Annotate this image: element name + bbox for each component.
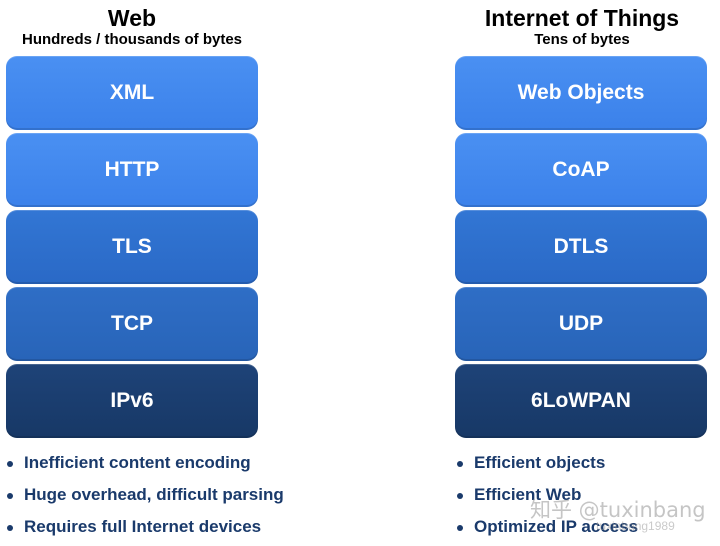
web-layer-ipv6: IPv6 [6, 364, 258, 438]
web-bullet-text: Huge overhead, difficult parsing [24, 485, 284, 504]
iot-layer-web-objects: Web Objects [455, 56, 707, 130]
bullet-dot-icon [457, 525, 463, 531]
web-subtitle: Hundreds / thousands of bytes [21, 31, 243, 48]
bullet-dot-icon [7, 525, 13, 531]
iot-bullet-text: Efficient objects [474, 453, 606, 472]
web-bullet-list: Inefficient content encoding Huge overhe… [6, 450, 284, 546]
iot-bullet-text: Optimized IP access [474, 517, 639, 536]
iot-bullet: Efficient objects [456, 450, 638, 482]
web-layer-xml: XML [6, 56, 258, 130]
bullet-dot-icon [7, 493, 13, 499]
web-bullet-text: Requires full Internet devices [24, 517, 262, 536]
web-bullet: Requires full Internet devices [6, 514, 284, 546]
iot-bullet: Efficient Web [456, 482, 638, 514]
bullet-dot-icon [457, 461, 463, 467]
web-bullet-text: Inefficient content encoding [24, 453, 251, 472]
web-bullet: Inefficient content encoding [6, 450, 284, 482]
bullet-dot-icon [457, 493, 463, 499]
iot-title: Internet of Things [484, 5, 680, 31]
iot-subtitle: Tens of bytes [534, 31, 630, 48]
web-bullet: Huge overhead, difficult parsing [6, 482, 284, 514]
iot-bullet-list: Efficient objects Efficient Web Optimize… [456, 450, 638, 546]
web-layer-tls: TLS [6, 210, 258, 284]
iot-layer-dtls: DTLS [455, 210, 707, 284]
web-layer-http: HTTP [6, 133, 258, 207]
watermark: 知乎 @tuxinbang [530, 498, 706, 522]
iot-layer-6lowpan: 6LoWPAN [455, 364, 707, 438]
iot-layer-udp: UDP [455, 287, 707, 361]
iot-bullet-text: Efficient Web [474, 485, 582, 504]
iot-column: Internet of Things Tens of bytes Web Obj… [452, 0, 712, 543]
web-column: Web Hundreds / thousands of bytes XML HT… [2, 0, 284, 543]
bullet-dot-icon [7, 461, 13, 467]
web-title: Web [107, 5, 157, 31]
iot-bullet: Optimized IP access [456, 514, 638, 546]
web-layer-tcp: TCP [6, 287, 258, 361]
watermark-sub: tuxinbang1989 [596, 519, 675, 533]
iot-layer-coap: CoAP [455, 133, 707, 207]
